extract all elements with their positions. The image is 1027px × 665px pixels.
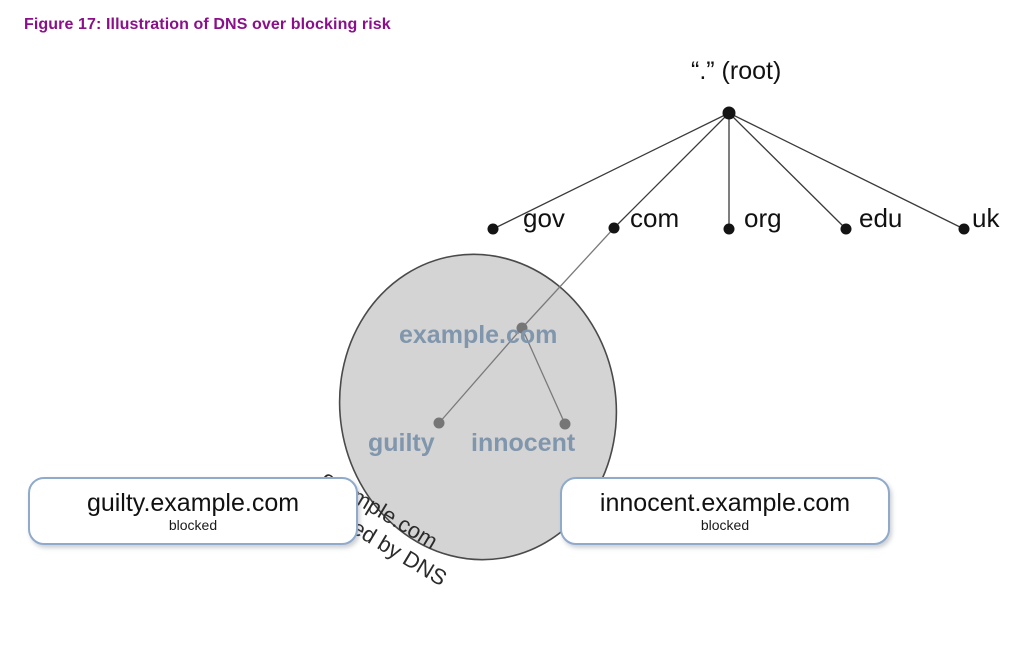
callout-guilty-example-com: guilty.example.com blocked — [28, 477, 358, 545]
root-node-dot — [722, 106, 736, 120]
zone-edges — [438, 227, 615, 425]
tld-label-edu: edu — [859, 203, 903, 233]
callout-status: blocked — [700, 517, 750, 534]
dns-tree-diagram — [338, 106, 970, 561]
uk-node-dot — [958, 223, 970, 235]
edge-root-edu — [728, 112, 847, 230]
example-com-zone-ellipse — [338, 253, 618, 561]
edge-root-gov — [492, 112, 730, 230]
zone-apex-label: example.com — [399, 321, 558, 349]
callout-innocent-example-com: innocent.example.com blocked — [560, 477, 890, 545]
edge-example-guilty — [438, 327, 523, 424]
callout-title: guilty.example.com — [86, 488, 300, 517]
com-node-dot — [608, 222, 620, 234]
tld-label-gov: gov — [523, 203, 565, 233]
edge-com-example — [521, 227, 615, 329]
tld-label-org: org — [744, 203, 782, 233]
innocent-node-dot — [559, 418, 571, 430]
root-label: “.” (root) — [691, 57, 782, 85]
root-edges — [492, 112, 965, 230]
page-title: Figure 17: Illustration of DNS over bloc… — [24, 16, 391, 33]
edu-node-dot — [840, 223, 852, 235]
org-node-dot — [723, 223, 735, 235]
gov-node-dot — [487, 223, 499, 235]
zone-child-label-innocent: innocent — [471, 429, 576, 457]
zone-child-label-guilty: guilty — [368, 429, 435, 457]
edge-example-innocent — [521, 327, 566, 425]
edge-root-uk — [728, 112, 965, 230]
callout-title: innocent.example.com — [599, 488, 851, 517]
callout-status: blocked — [168, 517, 218, 534]
tld-label-com: com — [630, 203, 680, 233]
example-com-node-dot — [516, 322, 528, 334]
guilty-node-dot — [433, 417, 445, 429]
tld-label-uk: uk — [972, 203, 1000, 233]
edge-root-com — [613, 112, 730, 229]
